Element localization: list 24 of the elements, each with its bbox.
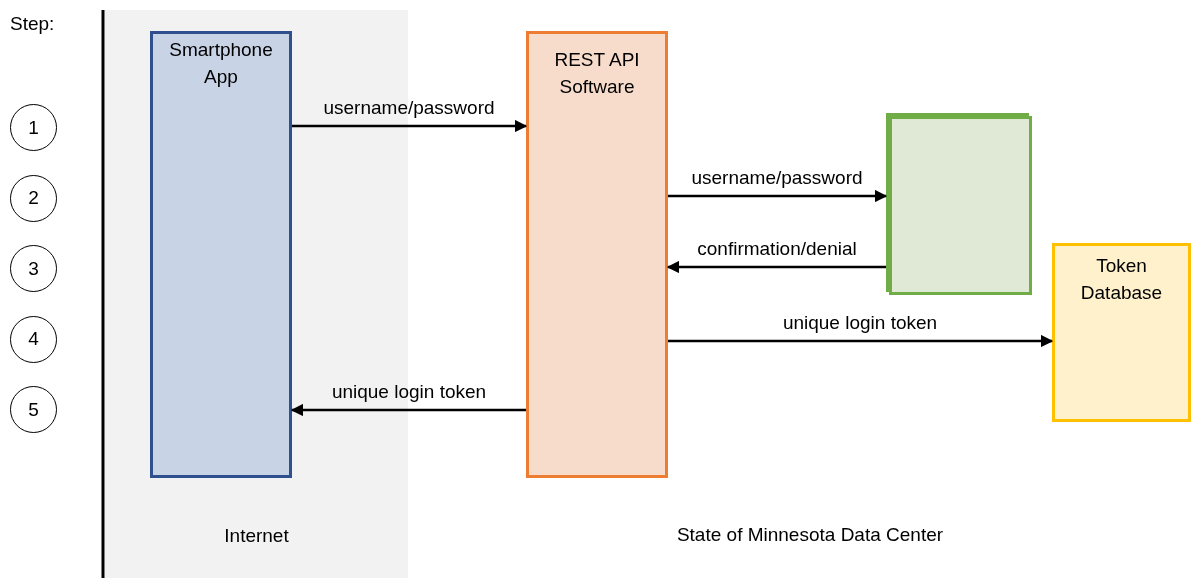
zone-label: State of Minnesota Data Center <box>675 523 945 547</box>
step-circle: 3 <box>10 245 57 292</box>
edge-label: confirmation/denial <box>696 237 858 261</box>
component-box <box>1052 243 1191 422</box>
edge-label: unique login token <box>330 380 488 404</box>
edge-label: username/password <box>322 96 496 120</box>
arrow <box>666 260 886 274</box>
edge-label: unique login token <box>781 311 939 335</box>
component-label: REST API Software <box>553 48 641 99</box>
component-label: Smartphone App <box>168 38 274 89</box>
zone-label: Internet <box>223 524 290 548</box>
arrow <box>290 403 526 417</box>
step-heading: Step: <box>10 12 56 36</box>
step-circle: 2 <box>10 174 57 222</box>
component-label: Token Database <box>1079 254 1164 305</box>
step-circle: 4 <box>10 315 57 363</box>
component-box <box>150 31 292 478</box>
component-box <box>526 31 668 478</box>
arrow <box>668 334 1054 348</box>
edge-label: username/password <box>690 166 864 190</box>
step-circle: 5 <box>10 386 57 433</box>
step-circle: 1 <box>10 104 57 151</box>
arrow <box>668 189 888 203</box>
arrow <box>292 119 528 133</box>
